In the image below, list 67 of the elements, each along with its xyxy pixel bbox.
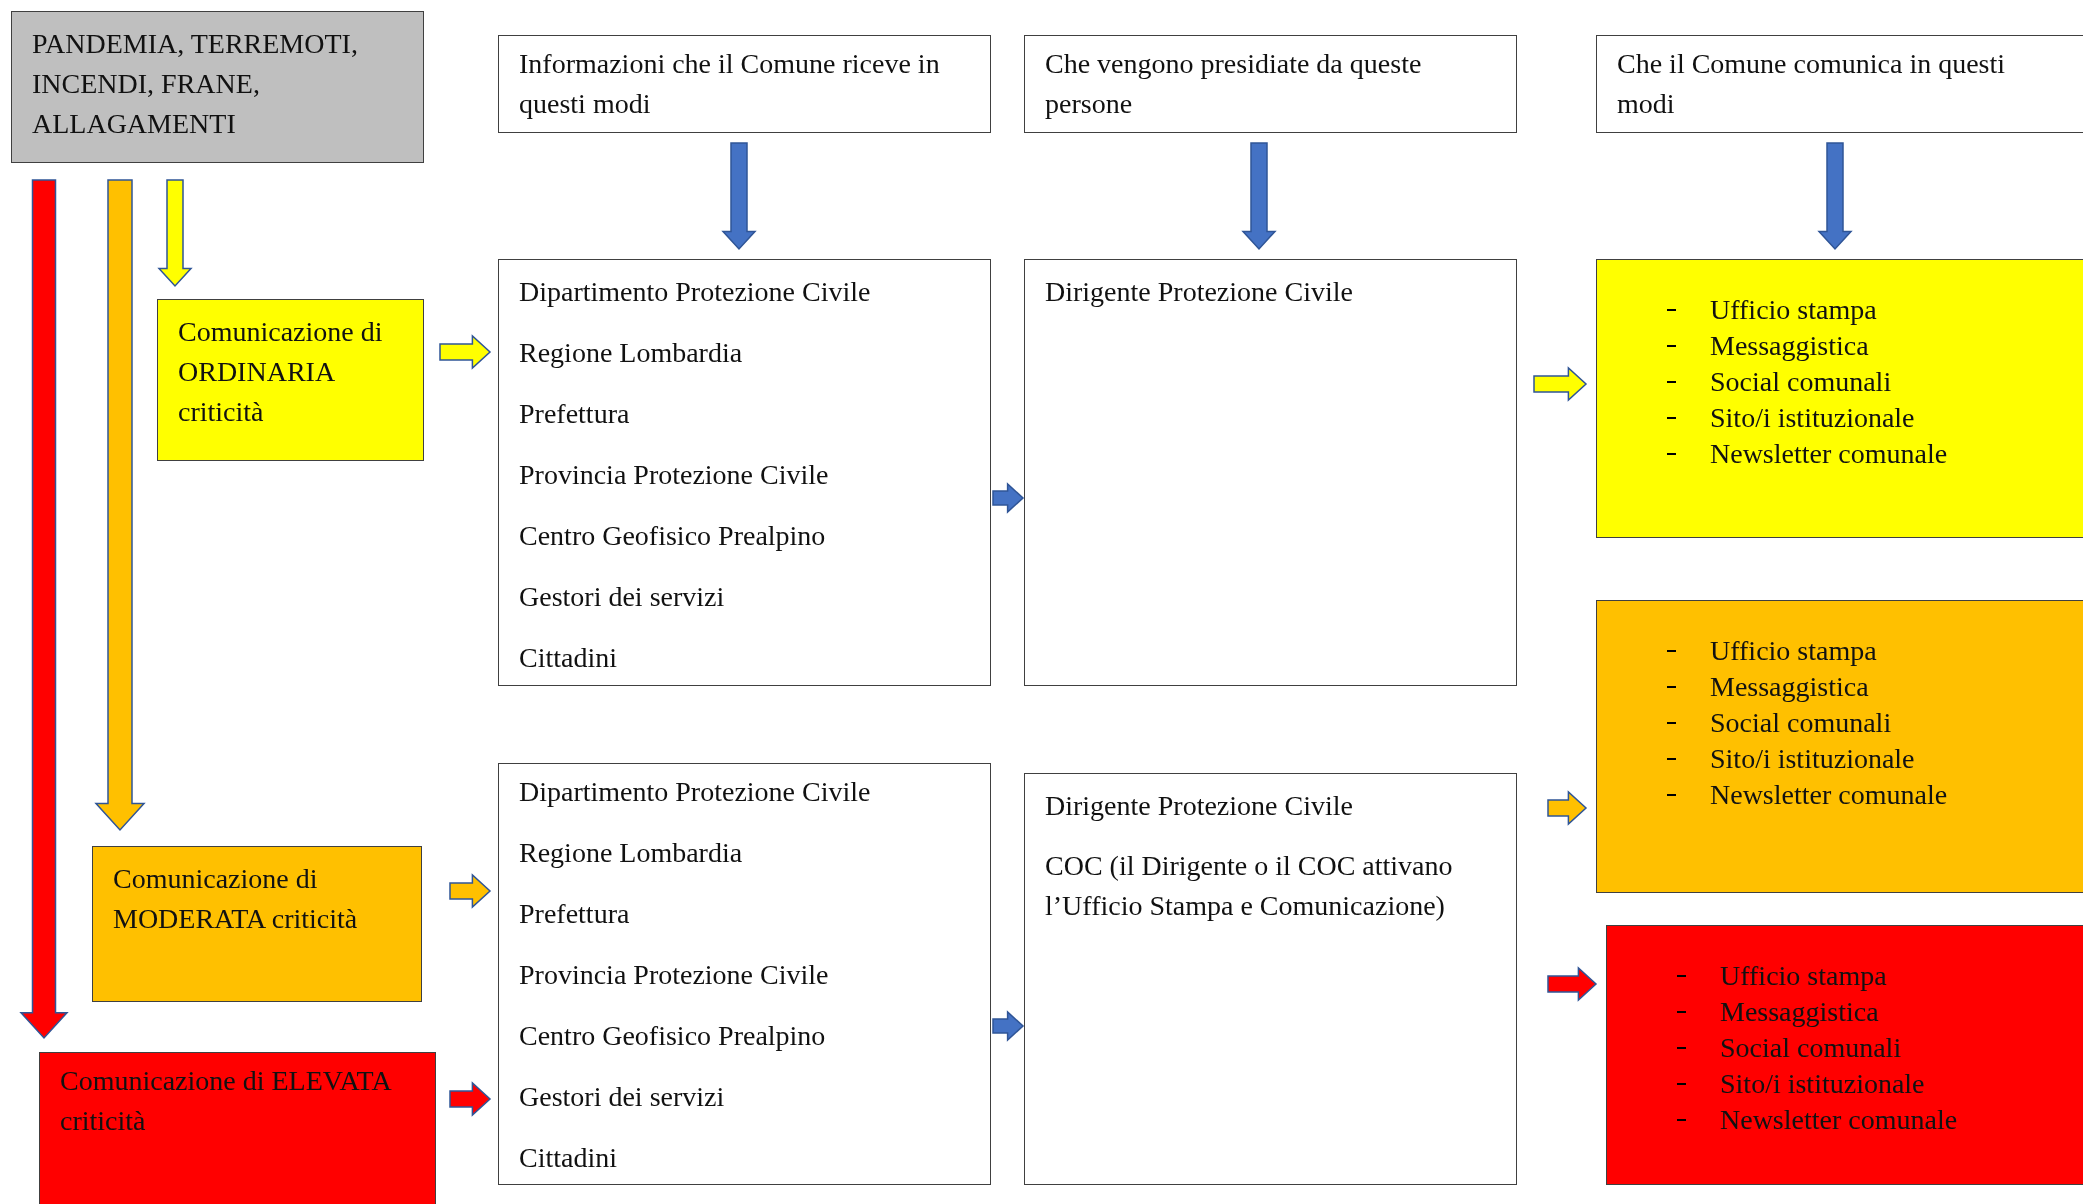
block-arrow xyxy=(1547,966,1598,1002)
list-item: Newsletter comunale xyxy=(1710,778,1948,812)
list-item: Prefettura xyxy=(519,897,631,931)
list-item: Ufficio stampa xyxy=(1720,959,1887,993)
list-item: Newsletter comunale xyxy=(1710,437,1948,471)
list-item: Sito/i istituzionale xyxy=(1710,742,1915,776)
block-arrow xyxy=(992,482,1025,514)
list-item: Centro Geofisico Prealpino xyxy=(519,1019,827,1053)
channel-list-box xyxy=(1596,600,2083,893)
box-text: Dirigente Protezione Civile xyxy=(1045,275,1354,309)
list-item: Regione Lombardia xyxy=(519,836,744,870)
box-text: Che il Comune comunica in questi modi xyxy=(1617,47,2007,121)
list-item: Cittadini xyxy=(519,1141,618,1175)
block-arrow xyxy=(992,1010,1025,1042)
list-item: Social comunali xyxy=(1720,1031,1902,1065)
list-item: Messaggistica xyxy=(1720,995,1879,1029)
box-text: Comunicazione di MODERATA criticità xyxy=(113,862,359,936)
box-text: PANDEMIA, TERREMOTI, INCENDI, FRANE, ALLAGAMENTI xyxy=(32,27,359,141)
list-item: Sito/i istituzionale xyxy=(1720,1067,1925,1101)
list-item: Ufficio stampa xyxy=(1710,634,1877,668)
list-item: Ufficio stampa xyxy=(1710,293,1877,327)
block-arrow xyxy=(94,179,146,832)
list-item: Social comunali xyxy=(1710,706,1892,740)
source-list-box xyxy=(498,259,991,686)
list-item: Cittadini xyxy=(519,641,618,675)
list-item: Social comunali xyxy=(1710,365,1892,399)
block-arrow xyxy=(1817,142,1853,251)
box-text: Comunicazione di ELEVATA criticità xyxy=(60,1064,392,1138)
block-arrow xyxy=(19,179,69,1040)
header-box xyxy=(1596,35,2083,133)
source-list-box xyxy=(498,763,991,1185)
block-arrow xyxy=(449,1081,492,1117)
block-arrow xyxy=(1533,366,1588,402)
header-box xyxy=(498,35,991,133)
block-arrow xyxy=(439,334,492,370)
header-box xyxy=(1024,35,1517,133)
list-item: Centro Geofisico Prealpino xyxy=(519,519,827,553)
list-item: Messaggistica xyxy=(1710,329,1869,363)
block-arrow xyxy=(1547,790,1588,826)
box-text: Che vengono presidiate da queste persone xyxy=(1045,47,1423,121)
list-item: Newsletter comunale xyxy=(1720,1103,1958,1137)
level-box xyxy=(92,846,422,1002)
level-box xyxy=(157,299,424,461)
box-text: Informazioni che il Comune riceve in questi modi xyxy=(519,47,941,121)
channel-list-box xyxy=(1606,925,2083,1185)
block-arrow xyxy=(721,142,757,251)
block-arrow xyxy=(1241,142,1277,251)
box-text: Comunicazione di ORDINARIA criticità xyxy=(178,315,384,429)
list-item: Dipartimento Protezione Civile xyxy=(519,275,872,309)
box-text: COC (il Dirigente o il COC attivano l’Ufficio Stampa e Comunicazione) xyxy=(1045,849,1454,923)
person-box xyxy=(1024,259,1517,686)
hazard-box xyxy=(11,11,424,163)
block-arrow xyxy=(157,179,193,288)
list-item: Regione Lombardia xyxy=(519,336,744,370)
list-item: Prefettura xyxy=(519,397,631,431)
list-item: Provincia Protezione Civile xyxy=(519,458,830,492)
list-item: Gestori dei servizi xyxy=(519,1080,726,1114)
list-item: Provincia Protezione Civile xyxy=(519,958,830,992)
list-item: Sito/i istituzionale xyxy=(1710,401,1915,435)
channel-list-box xyxy=(1596,259,2083,538)
level-box xyxy=(39,1052,436,1204)
block-arrow xyxy=(449,873,492,909)
list-item: Dipartimento Protezione Civile xyxy=(519,775,872,809)
list-item: Messaggistica xyxy=(1710,670,1869,704)
list-item: Gestori dei servizi xyxy=(519,580,726,614)
person-box xyxy=(1024,773,1517,1185)
box-text: Dirigente Protezione Civile xyxy=(1045,789,1354,823)
